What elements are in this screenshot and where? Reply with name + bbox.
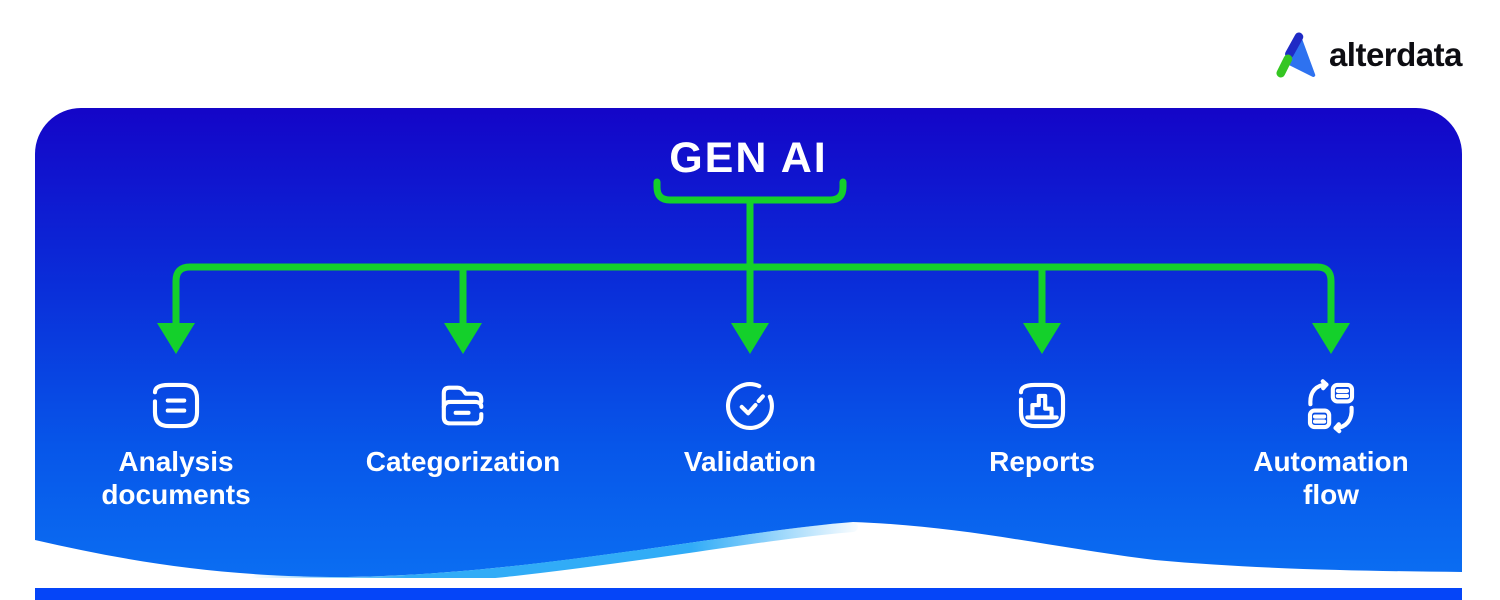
sync-cards-icon xyxy=(1307,379,1355,434)
check-circle-icon xyxy=(726,382,774,430)
brand-logo: alterdata xyxy=(1276,32,1463,78)
arrow-head xyxy=(731,323,769,354)
node-label: Automation flow xyxy=(1253,446,1409,511)
document-lines-icon xyxy=(152,382,200,429)
node-categorization: Categorization xyxy=(323,374,603,478)
connector-diagram xyxy=(157,178,1350,354)
node-analysis-documents: Analysis documents xyxy=(36,374,316,511)
node-label: Analysis documents xyxy=(101,446,251,511)
node-label: Validation xyxy=(683,446,817,477)
diagram-title: GEN AI xyxy=(669,134,828,182)
node-automation-flow: Automation flow xyxy=(1191,374,1462,511)
hero-panel: GEN AI Analysis documents xyxy=(35,108,1462,578)
wave-decoration xyxy=(35,522,1462,578)
alterdata-logo-icon xyxy=(1276,32,1316,78)
arrow-head xyxy=(157,323,195,354)
brand-name: alterdata xyxy=(1328,36,1463,73)
node-reports: Reports xyxy=(902,374,1182,478)
bottom-section-bar xyxy=(35,588,1462,600)
wave-accent-line xyxy=(35,522,858,578)
bar-chart-icon xyxy=(1018,382,1066,429)
arrow-head xyxy=(444,323,482,354)
node-validation: Validation xyxy=(610,374,890,478)
arrow-head xyxy=(1312,323,1350,354)
open-folder-icon xyxy=(441,385,484,426)
arrow-head xyxy=(1023,323,1061,354)
node-label: Reports xyxy=(989,446,1095,477)
node-label: Categorization xyxy=(365,446,561,477)
